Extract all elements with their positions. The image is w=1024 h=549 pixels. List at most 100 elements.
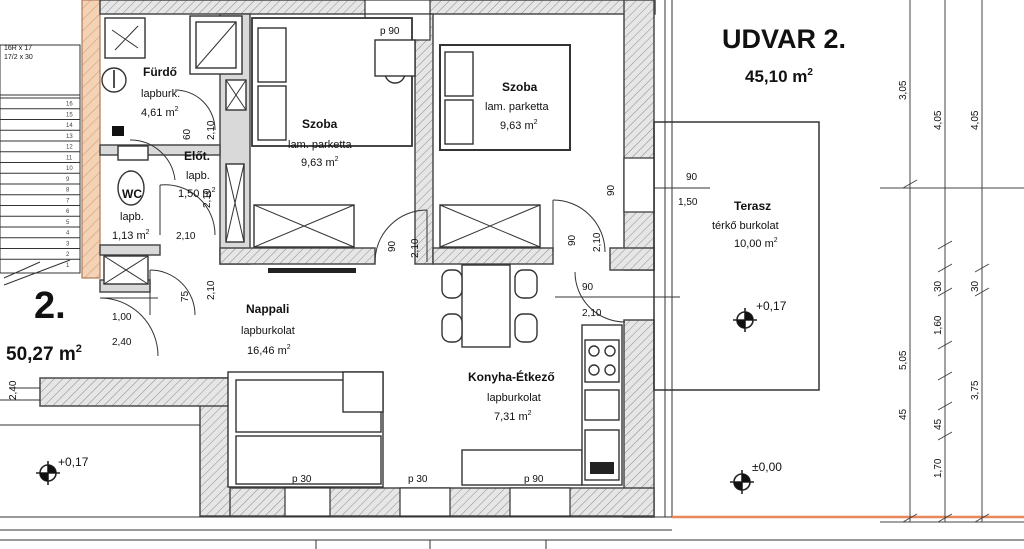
room-label-living: Nappali lapburkolat 16,46 m2 bbox=[241, 302, 295, 357]
washbasin-icon bbox=[104, 17, 146, 59]
stair-note-1: 16R x 17 bbox=[4, 45, 32, 52]
stair-step-number: 9 bbox=[66, 177, 70, 183]
stair-step-number: 8 bbox=[66, 188, 70, 194]
room-label-hall: Előt. lapb. 1,50 m2 bbox=[178, 149, 216, 200]
door-wc-w: 2,10 bbox=[202, 188, 213, 208]
door-room2-h: 2,10 bbox=[592, 232, 603, 252]
door-terrace-h: 1,50 bbox=[678, 197, 698, 208]
dim-e3: 5,05 bbox=[898, 350, 909, 370]
window-label-top: p 90 bbox=[380, 26, 400, 37]
hall-floor: lapb. bbox=[186, 170, 210, 182]
hall-area: 1,50 m2 bbox=[178, 187, 216, 200]
room-label-room1: Szoba lam. parketta 9,63 m2 bbox=[288, 117, 352, 169]
left-mark: 2,40 bbox=[8, 380, 19, 400]
level-marker-yard-right bbox=[730, 470, 754, 494]
hall-name: Előt. bbox=[184, 149, 210, 163]
dim-e8: 45 bbox=[898, 408, 909, 420]
level-yard-left: +0,17 bbox=[58, 455, 89, 469]
dim-d2: 4,05 bbox=[933, 110, 944, 130]
door-entry-w: 1,00 bbox=[112, 312, 132, 323]
dim-d1: 3,05 bbox=[898, 80, 909, 100]
yard-name: UDVAR 2. bbox=[722, 24, 846, 54]
room2-floor: lam. parketta bbox=[485, 101, 549, 113]
dim-e4: 30 bbox=[970, 280, 981, 292]
window-label-b1: p 30 bbox=[292, 474, 312, 485]
yard-area: 45,10 m2 bbox=[745, 67, 813, 86]
living-name: Nappali bbox=[246, 302, 289, 316]
wc-icon bbox=[117, 170, 145, 206]
stair-step-number: 13 bbox=[66, 134, 73, 140]
dim-e6: 45 bbox=[933, 418, 944, 430]
room-label-bath: Fürdő lapburk. 4,61 m2 bbox=[141, 65, 180, 119]
room-label-kitchen: Konyha-Étkező lapburkolat 7,31 m2 bbox=[468, 369, 555, 423]
bath-area: 4,61 m2 bbox=[141, 106, 179, 119]
level-terrace: +0,17 bbox=[756, 299, 787, 313]
apartment-area: 50,27 m2 bbox=[6, 343, 82, 365]
bath-floor: lapburk. bbox=[141, 88, 180, 100]
stair-step-number: 10 bbox=[66, 166, 73, 172]
stair-step-number: 14 bbox=[66, 123, 73, 129]
door-bathroom-h: 2,10 bbox=[206, 120, 217, 140]
window-label-b2: p 30 bbox=[408, 474, 428, 485]
door-room1-w: 90 bbox=[387, 240, 398, 252]
brick-wall-left bbox=[81, 0, 101, 279]
bathroom-fixtures bbox=[101, 15, 247, 285]
room-label-terrace: Terasz térkő burkolat 10,00 m2 bbox=[712, 199, 779, 250]
stair-step-number: 4 bbox=[66, 231, 70, 237]
dim-e7: 1,70 bbox=[933, 458, 944, 478]
room1-furniture bbox=[251, 17, 416, 248]
terrace bbox=[555, 121, 820, 391]
level-markers bbox=[36, 308, 757, 549]
bath-name: Fürdő bbox=[143, 65, 177, 79]
living-area: 16,46 m2 bbox=[247, 344, 291, 357]
wc-name: WC bbox=[122, 187, 142, 201]
door-entry-h: 2,40 bbox=[112, 337, 132, 348]
stair-note-2: 17/2 x 30 bbox=[4, 54, 33, 61]
tv-icon bbox=[268, 268, 356, 273]
door-bath-h: 2,10 bbox=[206, 280, 217, 300]
living-floor: lapburkolat bbox=[241, 325, 295, 337]
wc-area: 1,13 m2 bbox=[112, 229, 150, 242]
stove-icon bbox=[584, 339, 620, 383]
door-room1-h: 2,10 bbox=[410, 238, 421, 258]
dimension-lines bbox=[880, 0, 1024, 523]
counter-icon bbox=[461, 449, 583, 486]
stair-step-number: 11 bbox=[66, 155, 73, 161]
dim-e2: 1,60 bbox=[933, 315, 944, 335]
dim-e5: 3,75 bbox=[970, 380, 981, 400]
stair-step-number: 1 bbox=[66, 263, 70, 269]
room2-area: 9,63 m2 bbox=[500, 119, 538, 132]
stair-step-number: 15 bbox=[66, 112, 73, 118]
dim-d3: 4,05 bbox=[970, 110, 981, 130]
door-kitchen-h: 2,10 bbox=[582, 308, 602, 319]
door-terrace-w: 90 bbox=[686, 172, 698, 183]
door-terrace-side: 90 bbox=[606, 184, 617, 196]
dim-e1: 30 bbox=[933, 280, 944, 292]
stair-step-number: 7 bbox=[66, 198, 70, 204]
doors bbox=[10, 89, 626, 389]
coffee-table-icon bbox=[342, 371, 384, 413]
room-label-wc: WC lapb. 1,13 m2 bbox=[112, 187, 150, 242]
window-label-b3: p 90 bbox=[524, 474, 544, 485]
level-marker-terrace bbox=[733, 308, 757, 332]
kitchen-area: 7,31 m2 bbox=[494, 410, 532, 423]
level-yard-right: ±0,00 bbox=[752, 460, 782, 474]
kitchen-floor: lapburkolat bbox=[487, 392, 541, 404]
wc-floor: lapb. bbox=[120, 211, 144, 223]
stair-step-number: 5 bbox=[66, 220, 70, 226]
door-hall-h: 2,10 bbox=[176, 231, 196, 242]
room-label-room2: Szoba lam. parketta 9,63 m2 bbox=[485, 80, 549, 132]
door-bath-w: 75 bbox=[180, 290, 191, 302]
living-furniture bbox=[227, 264, 623, 488]
terrace-floor: térkő burkolat bbox=[712, 220, 779, 232]
terrace-name: Terasz bbox=[734, 199, 771, 213]
stair-step-number: 6 bbox=[66, 209, 70, 215]
room1-name: Szoba bbox=[302, 117, 338, 131]
level-marker-yard-left bbox=[36, 461, 60, 485]
stair-step-number: 12 bbox=[66, 145, 73, 151]
door-bathroom-w: 60 bbox=[182, 128, 193, 140]
door-room2-w: 90 bbox=[567, 234, 578, 246]
